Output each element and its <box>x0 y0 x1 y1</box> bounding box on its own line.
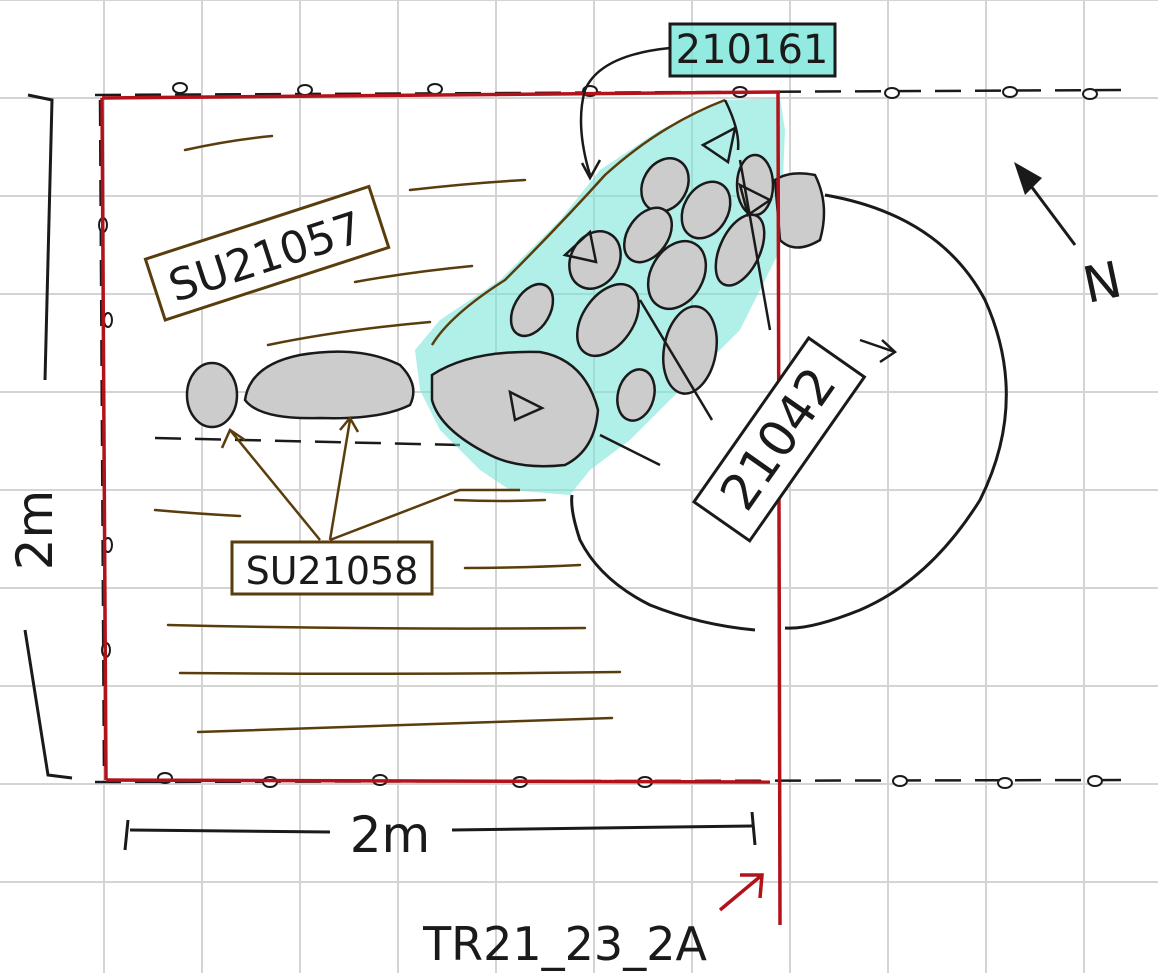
dimension-lines <box>23 93 757 851</box>
label-box-su21057 <box>143 184 391 322</box>
dim-vertical-label: 2m <box>6 490 64 571</box>
stones <box>185 153 826 468</box>
north-label: N <box>1078 250 1127 315</box>
label-box-su21058 <box>230 540 434 596</box>
label-210161: 210161 <box>676 27 829 73</box>
find-markers <box>508 125 773 422</box>
trench-label-arrow <box>718 873 764 912</box>
label-box-210161 <box>668 22 837 78</box>
deposit-hatching <box>153 134 622 734</box>
label-21042-pointer <box>859 338 898 364</box>
cut-210161-outline <box>430 98 726 346</box>
label-box-21042 <box>691 335 867 543</box>
label-210161-pointers <box>579 46 740 181</box>
trench-edge <box>100 90 782 926</box>
north-arrow <box>1014 162 1077 246</box>
trench-label: TR21_23_2A <box>422 917 707 971</box>
dim-horizontal-label: 2m <box>350 806 431 864</box>
stone-section-lines <box>599 159 772 467</box>
label-su21058-pointers <box>220 415 520 542</box>
cut-21042-outline <box>570 193 1008 632</box>
label-su21058: SU21058 <box>246 549 419 593</box>
